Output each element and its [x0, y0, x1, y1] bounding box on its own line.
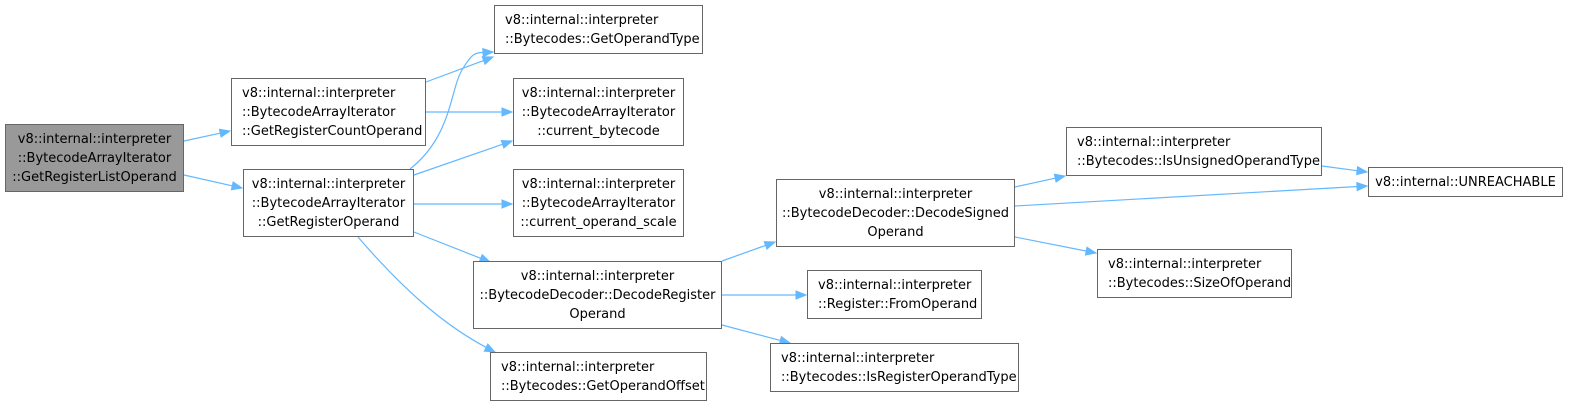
node-line: v8::internal::interpreter [521, 85, 676, 101]
node-line: ::GetRegisterOperand [257, 214, 400, 230]
node-line: v8::internal::interpreter [505, 12, 659, 28]
edge-n2-to-n4 [413, 143, 504, 176]
node-get-register-count-operand[interactable]: v8::internal::interpreter ::BytecodeArra… [231, 78, 426, 146]
node-line: v8::internal::interpreter [781, 350, 935, 366]
node-line: ::Bytecodes::GetOperandOffset [501, 378, 705, 394]
node-line: ::Register::FromOperand [818, 296, 978, 312]
edge-n8-to-n12 [1014, 236, 1088, 252]
edge-n11-to-n13 [1321, 165, 1359, 172]
edge-n8-to-n11 [1014, 177, 1057, 188]
node-line: v8::internal::interpreter [17, 131, 172, 147]
node-line: v8::internal::interpreter [1077, 134, 1231, 150]
node-current-operand-scale[interactable]: v8::internal::interpreter ::BytecodeArra… [513, 169, 684, 237]
node-is-register-operand-type[interactable]: v8::internal::interpreter ::Bytecodes::I… [770, 343, 1019, 392]
edge-arrowhead [1084, 246, 1098, 256]
edge-n6-to-n10 [721, 324, 782, 342]
node-is-unsigned-operand-type[interactable]: v8::internal::interpreter ::Bytecodes::I… [1066, 127, 1322, 176]
node-line: ::BytecodeArrayIterator [251, 195, 406, 211]
edge-arrowhead [1053, 173, 1067, 183]
node-line: v8::internal::interpreter [242, 85, 396, 101]
node-size-of-operand[interactable]: v8::internal::interpreter ::Bytecodes::S… [1097, 249, 1292, 298]
node-line: v8::internal::interpreter [520, 268, 675, 284]
node-line: ::Bytecodes::IsUnsignedOperandType [1077, 153, 1320, 169]
node-line: v8::internal::interpreter [1108, 256, 1262, 272]
node-get-register-list-operand[interactable]: v8::internal::interpreter ::BytecodeArra… [5, 124, 184, 192]
node-line: ::current_operand_scale [520, 214, 677, 230]
edge-arrowhead [501, 199, 514, 209]
node-line: ::Bytecodes::IsRegisterOperandType [781, 369, 1017, 385]
node-line: ::GetRegisterListOperand [12, 169, 177, 185]
edge-n2-to-n7 [357, 236, 496, 353]
edge-arrowhead [483, 343, 497, 353]
node-unreachable[interactable]: v8::internal::UNREACHABLE [1368, 167, 1563, 197]
node-register-from-operand[interactable]: v8::internal::interpreter ::Register::Fr… [807, 270, 982, 319]
node-decode-signed-operand[interactable]: v8::internal::interpreter ::BytecodeDeco… [776, 179, 1015, 247]
edge-n0-to-n2 [183, 174, 234, 187]
edge-n8-to-n13 [1014, 185, 1359, 207]
node-line: ::BytecodeArrayIterator [242, 104, 396, 120]
edge-arrowhead [1355, 165, 1369, 176]
node-line: ::GetRegisterCountOperand [242, 123, 423, 139]
edge-arrowhead [1356, 181, 1369, 192]
node-line: Operand [569, 306, 626, 322]
node-decode-register-operand[interactable]: v8::internal::interpreter ::BytecodeDeco… [473, 261, 722, 329]
node-line: ::Bytecodes::SizeOfOperand [1108, 275, 1292, 291]
edge-arrowhead [482, 47, 495, 58]
node-line: v8::internal::interpreter [818, 277, 972, 293]
edge-n2-to-n3 [409, 51, 494, 170]
edge-arrowhead [795, 290, 808, 300]
node-line: ::BytecodeDecoder::DecodeSigned [781, 205, 1010, 221]
node-line: ::BytecodeDecoder::DecodeRegister [479, 287, 716, 303]
node-get-operand-offset[interactable]: v8::internal::interpreter ::Bytecodes::G… [490, 352, 707, 401]
edge-arrowhead [230, 181, 244, 191]
node-line: ::Bytecodes::GetOperandType [505, 31, 700, 47]
node-line: v8::internal::interpreter [501, 359, 655, 375]
edge-arrowhead [218, 128, 232, 138]
edge-arrowhead [481, 56, 495, 66]
node-get-register-operand[interactable]: v8::internal::interpreter ::BytecodeArra… [243, 169, 414, 237]
node-line: ::BytecodeArrayIterator [521, 104, 676, 120]
node-line: v8::internal::interpreter [251, 176, 406, 192]
edge-arrowhead [500, 139, 514, 149]
node-line: v8::internal::interpreter [818, 186, 973, 202]
edge-n6-to-n8 [721, 244, 767, 262]
node-line: ::BytecodeArrayIterator [521, 195, 676, 211]
node-line: v8::internal::interpreter [521, 176, 676, 192]
edge-arrowhead [501, 107, 514, 117]
edge-n2-to-n6 [413, 231, 482, 260]
node-line: ::current_bytecode [537, 123, 660, 139]
edge-n0-to-n1 [183, 132, 222, 142]
node-get-operand-type[interactable]: v8::internal::interpreter ::Bytecodes::G… [494, 5, 703, 54]
node-line: Operand [867, 224, 924, 240]
node-line: v8::internal::UNREACHABLE [1375, 174, 1556, 190]
node-line: ::BytecodeArrayIterator [17, 150, 172, 166]
edge-arrowhead [763, 241, 777, 251]
node-current-bytecode[interactable]: v8::internal::interpreter ::BytecodeArra… [513, 78, 684, 146]
edge-n1-to-n3 [425, 59, 485, 83]
